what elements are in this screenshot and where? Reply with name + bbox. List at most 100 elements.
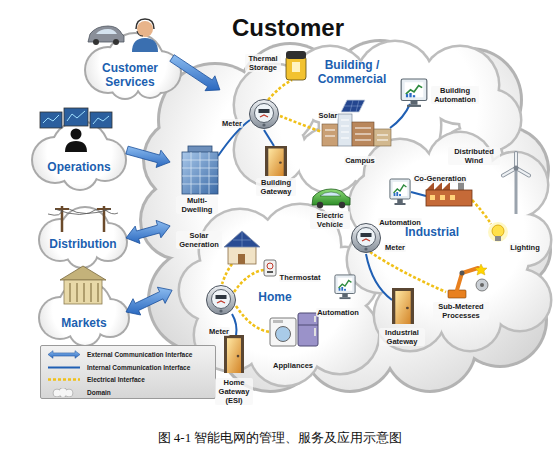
thermostat-icon-part [267,271,273,273]
legend-sample [45,388,83,397]
component-label: Meter [384,243,406,252]
customer-services-icon-part [93,39,99,45]
thermostat-icon-part [267,263,273,269]
markets-icon [60,266,106,304]
domain-sample-fill [66,389,73,396]
internal-communication-wires-part [390,104,410,128]
building-automation-icon [401,79,427,107]
label-holder: Sub-Metered Processes [433,302,489,322]
sub-metered-process-icon-part [480,283,484,287]
customer-services-icon-part [96,29,117,34]
sub-metered-process-icon [448,264,488,298]
legend-sample [45,363,83,372]
internal-line-sample [48,366,80,368]
legend-row: External Communication Interface [45,350,213,359]
cloud-fill [40,208,126,267]
electric-vehicle-icon [312,189,350,208]
customer-services-icon-part [137,21,153,37]
thermal-storage-icon-part [286,51,306,59]
external-communication-arrow [126,146,170,167]
component-label: Meter [221,119,243,128]
text-holder: Building / Commercial [310,58,394,87]
text-holder: Operations [34,157,124,175]
sub-metered-process-icon-part [460,271,465,276]
component-label: Multi-Dwelling [176,196,218,214]
domain-label: Customer Services [94,61,166,89]
component-label: Industrial Gateway [379,328,425,346]
label-holder: Thermal Storage [245,54,281,74]
lighting-bulb-icon-part [495,236,501,241]
electrical-wires-part [370,252,446,292]
external-communication-arrow [126,287,172,315]
legend-text: Domain [87,388,213,397]
distribution-icon-part [97,208,111,210]
thermal-storage-icon-part [292,62,300,72]
domain-label: Industrial [405,225,459,239]
sub-metered-process-icon-part [476,279,488,291]
meter-icon [250,100,279,129]
external-arrow-sample [48,351,80,359]
industrial-gateway-icon [392,288,414,324]
label-holder: Industrial Gateway [379,328,425,348]
component-label: Campus [344,156,376,165]
distribution-icon-part [48,209,118,215]
operations-icon [40,108,112,152]
legend-row: Internal Communication Interface [45,363,213,372]
component-label: Sub-Metered Processes [433,302,489,320]
operations-icon-part [43,111,109,124]
legend-sample [45,375,83,384]
wind-turbine-icon-part [503,153,529,176]
distribution-icon-part [61,206,64,232]
co-generation-plant-icon-part [426,190,472,206]
label-holder: Campus [330,149,390,167]
customer-services-icon [88,19,158,52]
component-label: Solar [318,111,339,120]
component-label: Thermal Storage [245,54,281,72]
component-label: Appliances [272,361,314,370]
internal-communication-wires [218,104,426,336]
legend-row: Electrical Interface [45,375,213,384]
wind-turbine-icon-part [515,168,518,214]
external-communication-arrow [126,220,170,243]
label-holder: Appliances [263,354,323,372]
legend-text: Electrical Interface [87,375,213,384]
label-holder: Automation [308,301,368,319]
domain-label: Markets [61,316,106,330]
thermal-storage-icon [286,51,306,80]
label-holder: Distributed Wind [448,147,500,167]
distribution-icon-part [55,208,69,210]
legend-row: Domain [45,388,213,397]
multi-dwelling-icon-part [188,146,212,153]
internal-communication-wires-part [366,254,392,300]
electrical-wires-part [268,80,292,100]
domain-title: Customer [232,14,344,42]
customer-services-icon-part [113,39,119,45]
campus-icon-part [338,114,352,146]
component-label: Distributed Wind [448,147,500,165]
label-holder: Meter [202,112,262,130]
lighting-bulb-icon-part [488,222,508,242]
cloud-fill [40,282,128,345]
appliances-icon-part [276,327,291,342]
operations-icon-part [64,108,88,126]
home-meter-icon [207,286,236,315]
cloud-border [346,131,553,353]
building-gateway-icon [265,146,287,176]
wind-turbine-icon-part [503,153,529,176]
label-holder: Thermostat [270,266,330,284]
domain-label: Building / Commercial [310,58,394,86]
co-generation-plant-icon-part [450,195,455,200]
electrical-wires-part [280,116,322,132]
legend-text: External Communication Interface [87,350,213,359]
label-holder: Multi-Dwelling [176,196,218,216]
markets-icon-part [60,266,106,280]
co-generation-plant-icon-part [440,195,445,200]
solar-generation-house-icon-part [228,246,256,264]
text-holder: Customer [203,14,373,42]
text-holder: Markets [49,313,119,331]
text-holder: Distribution [38,234,128,252]
legend-text: Internal Communication Interface [87,363,213,372]
electrical-wires-part [222,264,232,284]
electric-vehicle-icon-part [320,192,341,196]
markets-icon-part [64,280,102,304]
